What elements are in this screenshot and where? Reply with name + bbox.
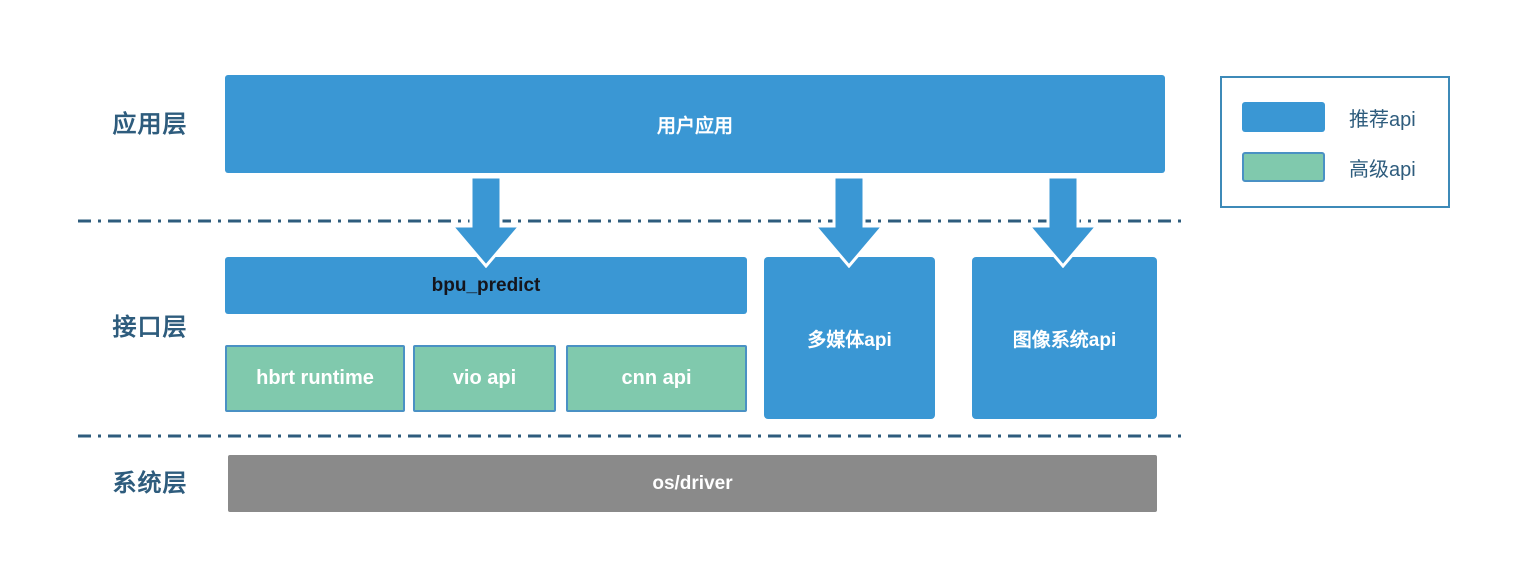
- dash-dot-line: [78, 219, 1184, 223]
- legend-row-advanced-api: 高级api: [1242, 152, 1428, 182]
- layer-label-system: 系统层: [112, 470, 188, 497]
- legend-label-advanced-api: 高级api: [1349, 158, 1416, 181]
- down-arrow-to-multimedia-api: [813, 176, 885, 268]
- cnn-api-box: cnn api: [566, 345, 747, 412]
- down-arrow-to-image-system-api: [1027, 176, 1099, 268]
- down-arrow-icon: [1027, 176, 1099, 268]
- vio-api-box: vio api: [413, 345, 556, 412]
- layer-label-application: 应用层: [112, 111, 188, 138]
- dash-dot-line: [78, 434, 1184, 438]
- green-swatch-icon: [1242, 152, 1325, 182]
- down-arrow-icon: [450, 176, 522, 268]
- layer-separator-bottom: [78, 434, 1184, 438]
- layer-label-interface: 接口层: [112, 314, 188, 341]
- hbrt-runtime-box: hbrt runtime: [225, 345, 405, 412]
- user-application-box: 用户应用: [225, 75, 1165, 173]
- os-driver-box: os/driver: [228, 455, 1157, 512]
- legend-label-recommended-api: 推荐api: [1349, 108, 1416, 131]
- blue-swatch-icon: [1242, 102, 1325, 132]
- multimedia-api-box: 多媒体api: [764, 257, 935, 419]
- legend: 推荐api 高级api: [1220, 76, 1450, 208]
- layer-separator-top: [78, 219, 1184, 223]
- legend-row-recommended-api: 推荐api: [1242, 102, 1428, 132]
- down-arrow-to-bpu-predict: [450, 176, 522, 268]
- image-system-api-box: 图像系统api: [972, 257, 1157, 419]
- down-arrow-icon: [813, 176, 885, 268]
